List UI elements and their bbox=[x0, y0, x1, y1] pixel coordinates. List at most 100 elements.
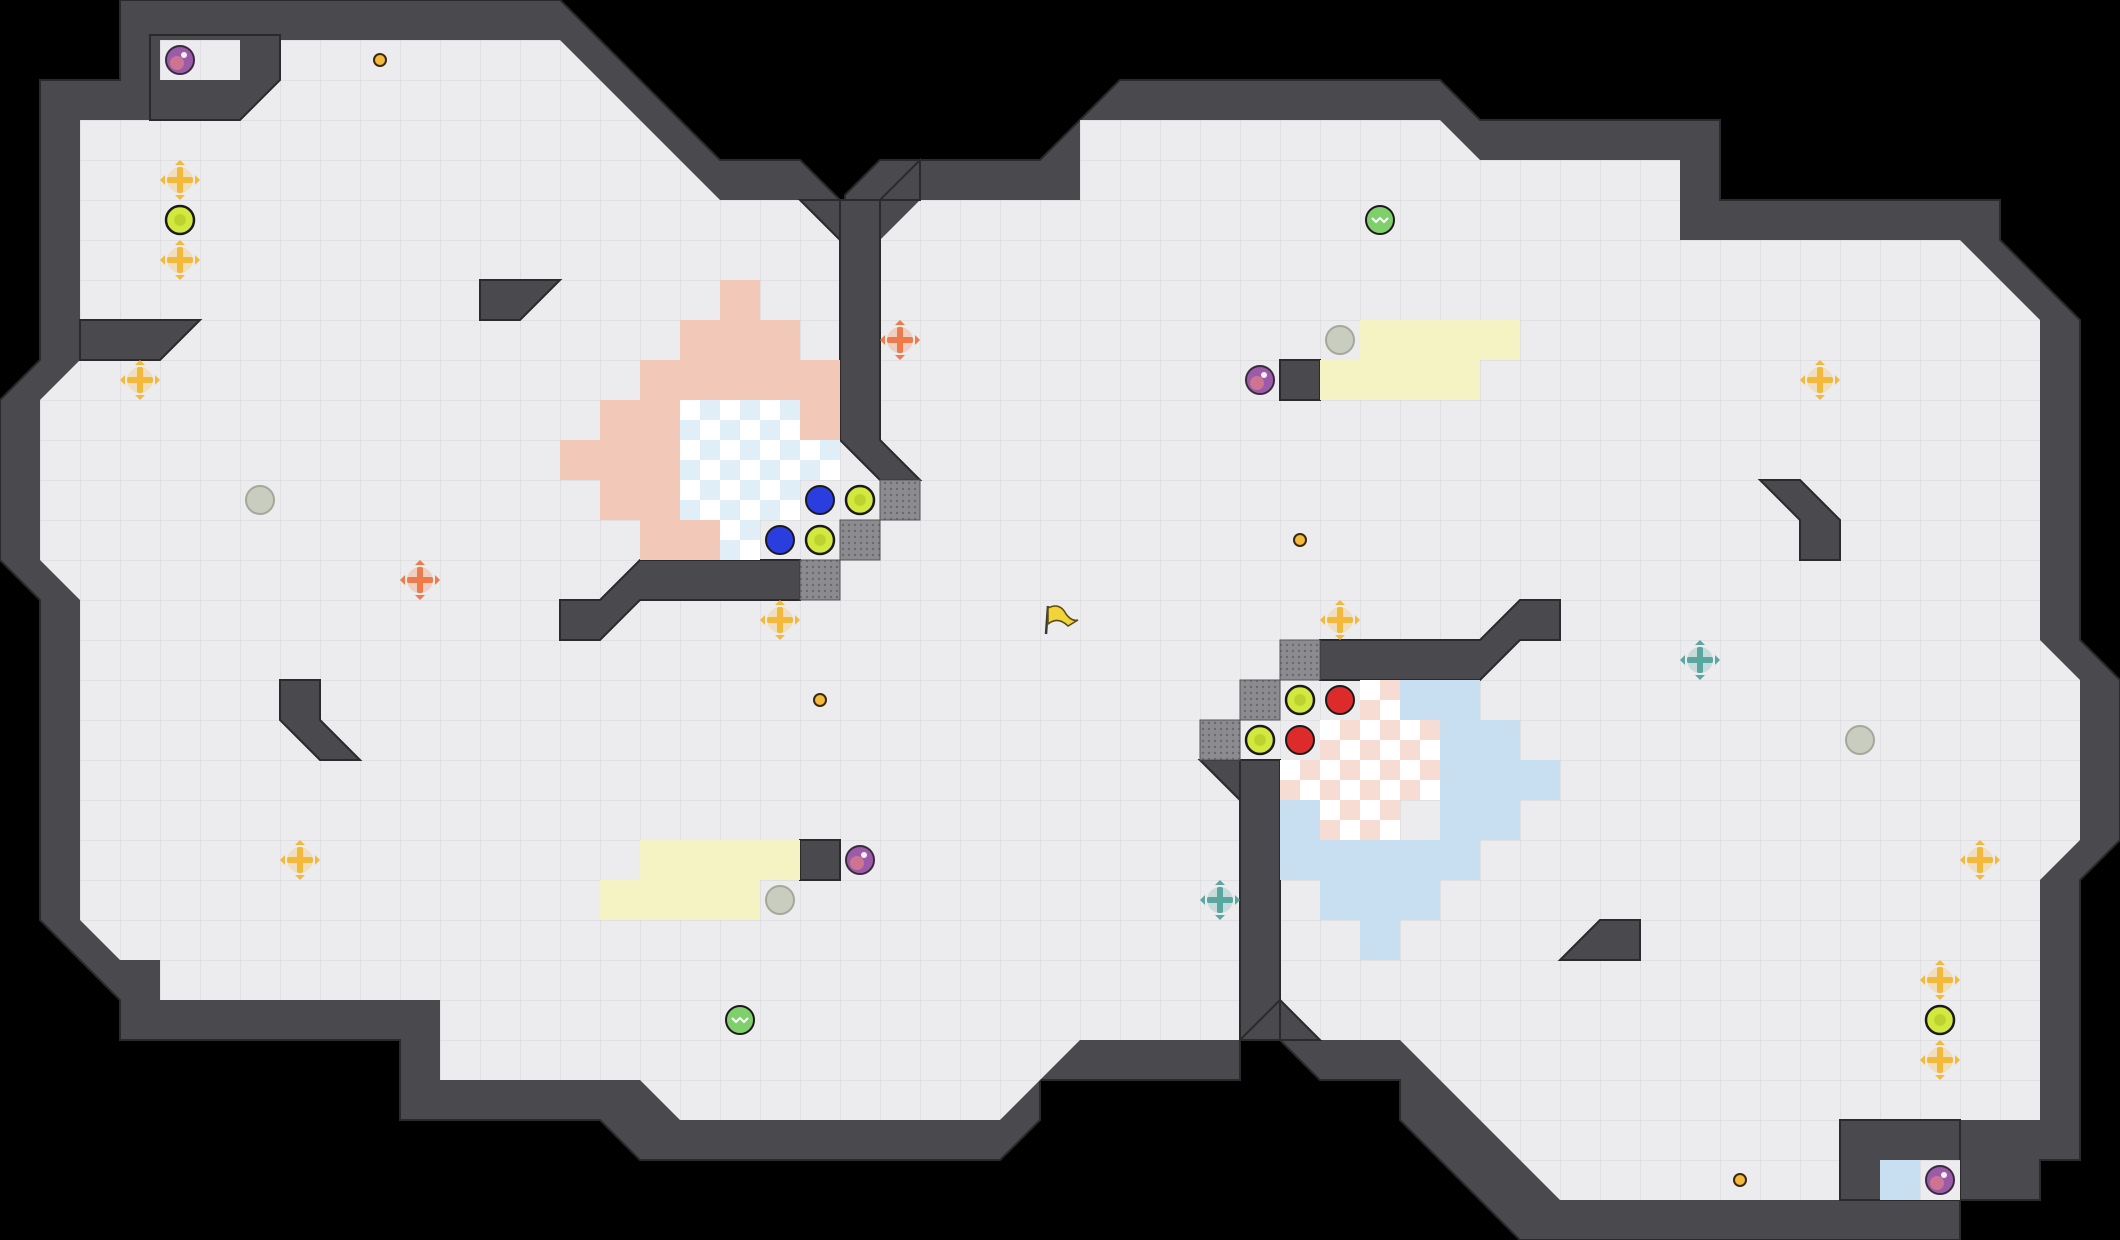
red-zone-checker bbox=[680, 480, 700, 500]
blue-zone-checker bbox=[1420, 780, 1440, 800]
blue-zone-tile bbox=[1440, 680, 1480, 720]
map-items bbox=[120, 45, 2000, 1195]
neutral-pad-tile bbox=[1440, 320, 1480, 360]
boost-icon bbox=[1680, 640, 1720, 680]
blue-zone-checker bbox=[1380, 820, 1400, 840]
powerup-icon bbox=[164, 204, 196, 236]
portal-icon bbox=[165, 45, 195, 75]
red-zone-tile bbox=[720, 360, 760, 400]
red-zone-checker bbox=[760, 480, 780, 500]
gate-icon bbox=[799, 559, 841, 601]
portal-icon bbox=[845, 845, 875, 875]
red-zone-tile bbox=[640, 520, 680, 560]
blue-zone-tile bbox=[1400, 840, 1440, 880]
red-zone-checker bbox=[680, 400, 700, 420]
blue-zone-checker bbox=[1320, 800, 1340, 820]
bomb-icon bbox=[1845, 725, 1875, 755]
red-zone-tile bbox=[760, 320, 800, 360]
gate-icon bbox=[1199, 719, 1241, 761]
blue-zone-tile bbox=[1440, 720, 1480, 760]
blue-player-ball-icon bbox=[805, 485, 835, 515]
red-zone-tile bbox=[680, 520, 720, 560]
blue-zone-tile bbox=[1440, 760, 1480, 800]
neutral-pad-tile bbox=[1400, 320, 1440, 360]
red-zone-checker bbox=[680, 440, 700, 460]
red-zone-checker bbox=[780, 460, 800, 480]
spike-icon bbox=[1293, 533, 1307, 547]
red-zone-tile bbox=[560, 440, 600, 480]
neutral-pad-tile bbox=[1360, 360, 1400, 400]
red-zone-checker bbox=[720, 400, 740, 420]
red-zone-checker bbox=[720, 440, 740, 460]
boost-icon bbox=[120, 360, 160, 400]
blue-zone-tile bbox=[1400, 880, 1440, 920]
gate-icon bbox=[879, 479, 921, 521]
red-zone-checker bbox=[740, 540, 760, 560]
red-zone-checker bbox=[700, 460, 720, 480]
red-zone-tile bbox=[680, 320, 720, 360]
red-zone-tile bbox=[720, 320, 760, 360]
boost-icon bbox=[1320, 600, 1360, 640]
powerup-icon bbox=[844, 484, 876, 516]
red-zone-checker bbox=[740, 500, 760, 520]
blue-zone-tile bbox=[1320, 880, 1360, 920]
blue-zone-tile bbox=[1440, 800, 1480, 840]
neutral-pad-tile bbox=[640, 880, 680, 920]
blue-zone-checker bbox=[1320, 720, 1340, 740]
blue-zone-checker bbox=[1280, 760, 1300, 780]
red-zone-checker bbox=[700, 500, 720, 520]
blue-zone-checker bbox=[1300, 780, 1320, 800]
red-zone-tile bbox=[760, 360, 800, 400]
boost-icon bbox=[1920, 960, 1960, 1000]
gates bbox=[799, 479, 1321, 761]
spike-icon bbox=[813, 693, 827, 707]
red-team-zone bbox=[560, 280, 840, 560]
neutral-pads bbox=[600, 320, 1520, 920]
powerup-icon bbox=[804, 524, 836, 556]
boost-icon bbox=[1800, 360, 1840, 400]
blue-zone-tile bbox=[1400, 680, 1440, 720]
speed-pad-icon bbox=[725, 1005, 755, 1035]
neutral-pad-tile bbox=[1400, 360, 1440, 400]
blue-team-zone bbox=[1280, 680, 1560, 960]
blue-zone-tile bbox=[1480, 760, 1520, 800]
blue-zone-tile bbox=[1440, 840, 1480, 880]
neutral-pad-tile bbox=[1320, 360, 1360, 400]
red-zone-checker bbox=[700, 420, 720, 440]
blue-zone-tile bbox=[1360, 840, 1400, 880]
flag-icon[interactable] bbox=[1044, 605, 1079, 635]
neutral-pad-tile bbox=[720, 880, 760, 920]
blue-zone-checker bbox=[1340, 820, 1360, 840]
neutral-pad-tile bbox=[600, 880, 640, 920]
boost-icon bbox=[1920, 1040, 1960, 1080]
neutral-pad-tile bbox=[680, 840, 720, 880]
blue-zone-checker bbox=[1380, 740, 1400, 760]
red-zone-tile bbox=[640, 440, 680, 480]
red-zone-checker bbox=[740, 420, 760, 440]
blue-zone-tile bbox=[1360, 880, 1400, 920]
gate-icon bbox=[1239, 679, 1281, 721]
red-zone-tile bbox=[800, 400, 840, 440]
blue-zone-tile bbox=[1520, 760, 1560, 800]
red-zone-tile bbox=[640, 400, 680, 440]
red-zone-tile bbox=[640, 480, 680, 520]
red-zone-checker bbox=[760, 400, 780, 420]
spike-icon bbox=[373, 53, 387, 67]
powerup-icon bbox=[1244, 724, 1276, 756]
red-zone-tile bbox=[720, 280, 760, 320]
blue-zone-checker bbox=[1360, 760, 1380, 780]
red-zone-tile bbox=[600, 480, 640, 520]
gate-icon bbox=[1279, 639, 1321, 681]
blue-zone-tile bbox=[1480, 720, 1520, 760]
red-zone-tile bbox=[600, 440, 640, 480]
blue-zone-checker bbox=[1340, 780, 1360, 800]
red-zone-checker bbox=[780, 420, 800, 440]
red-zone-tile bbox=[680, 360, 720, 400]
bomb-icon bbox=[245, 485, 275, 515]
inner-walls bbox=[79, 34, 1961, 1201]
blue-zone-tile bbox=[1360, 920, 1400, 960]
red-player-ball-icon bbox=[1285, 725, 1315, 755]
boost-icon bbox=[280, 840, 320, 880]
